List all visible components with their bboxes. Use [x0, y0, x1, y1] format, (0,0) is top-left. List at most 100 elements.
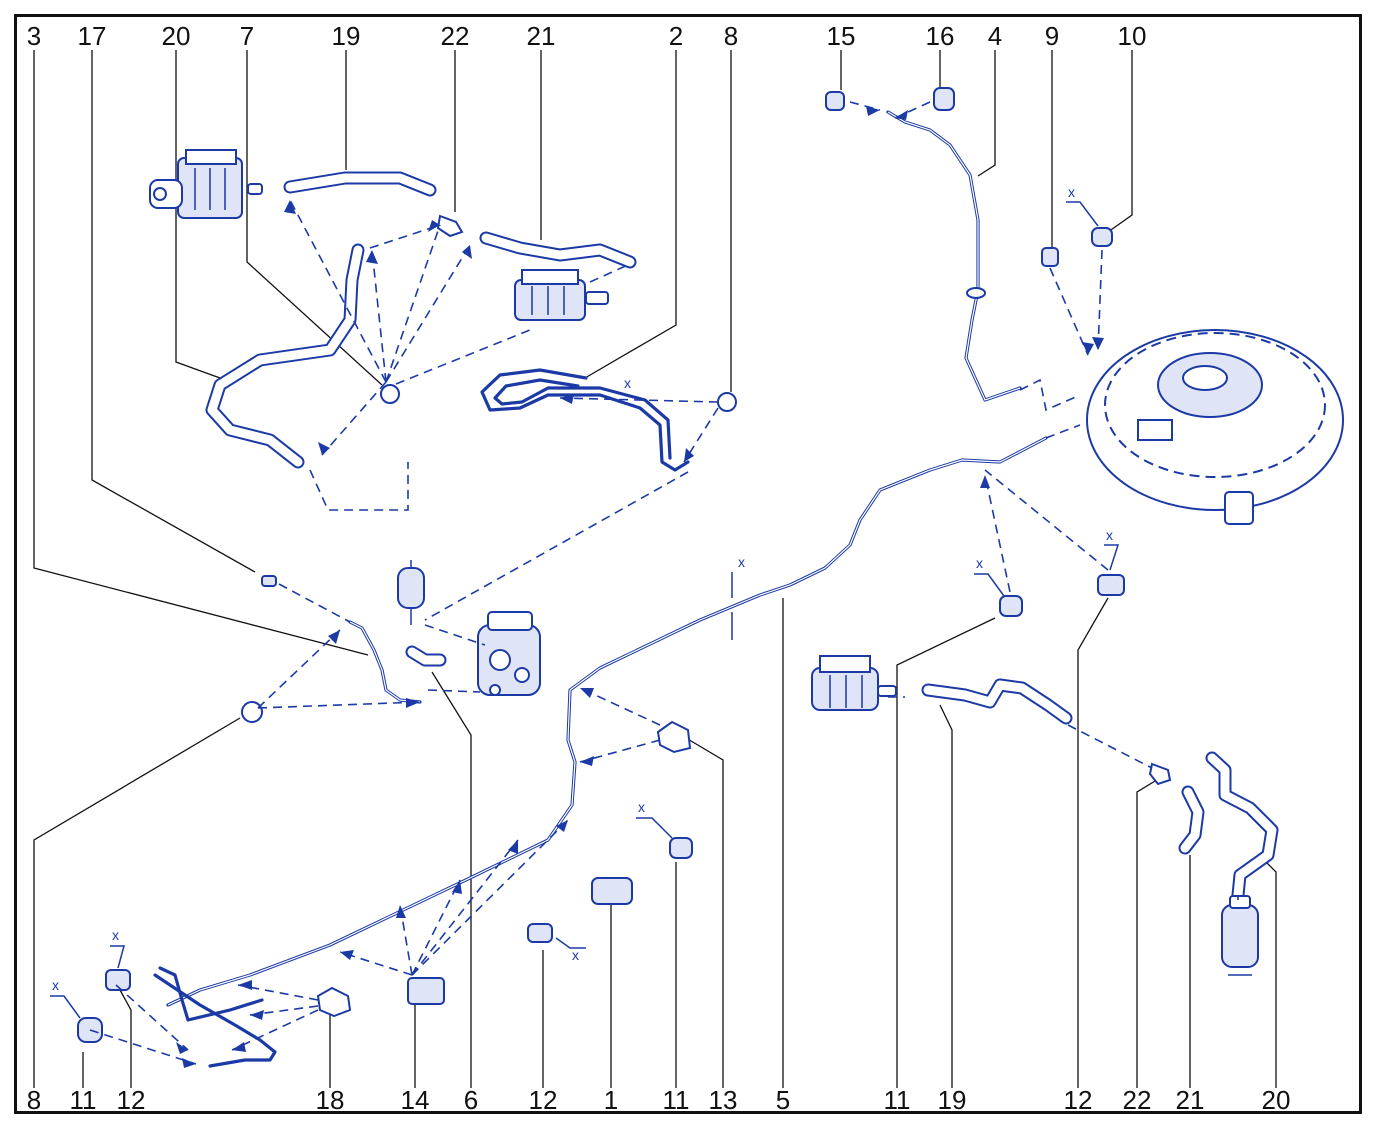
- clamp-7: [380, 384, 400, 404]
- dim-x-sleeve-11-mid: x: [638, 799, 645, 815]
- sleeve-11-mid: [669, 837, 693, 859]
- callout-bottom-21: 21: [1176, 1085, 1205, 1115]
- leader-20-right: [1261, 857, 1277, 1088]
- leader-19-right: [939, 704, 953, 1088]
- callout-top-20: 20: [162, 21, 191, 51]
- fuel-tank: [1086, 329, 1344, 525]
- fuel-distributor-top: [514, 269, 609, 321]
- leader-6: [431, 671, 472, 1088]
- clip-18: [316, 986, 352, 1018]
- pipe-4-grommet: [966, 287, 986, 299]
- leader-17: [91, 50, 256, 573]
- tee-22-top: [436, 214, 464, 238]
- callout-bottom-18: 18: [316, 1085, 345, 1115]
- diagram-frame: [14, 14, 1362, 1114]
- callout-top-22: 22: [441, 21, 470, 51]
- leader-12-right: [1077, 597, 1109, 1088]
- callout-top-10: 10: [1118, 21, 1147, 51]
- callout-top-21: 21: [527, 21, 556, 51]
- pipe-bundle-bottom-left: [153, 966, 277, 1068]
- callout-bottom-5: 5: [776, 1085, 790, 1115]
- cap-15: [825, 91, 845, 111]
- clip-13: [656, 720, 692, 754]
- hose-20-right: [1205, 751, 1279, 902]
- hose-21-top: [479, 231, 637, 269]
- callout-bottom-19: 19: [938, 1085, 967, 1115]
- hose-20-left: [205, 243, 365, 469]
- leader-11-right: [896, 617, 996, 1088]
- callout-bottom-11c: 11: [884, 1085, 911, 1115]
- callouts-bottom: 8 11 12 18 14 6 12 1 11 13 5 11 19 12 22…: [27, 1085, 1291, 1115]
- callout-bottom-12b: 12: [529, 1085, 558, 1115]
- callout-top-16: 16: [926, 21, 955, 51]
- nipple-17: [261, 575, 277, 587]
- leader-13: [685, 737, 724, 1088]
- leader-4: [977, 50, 996, 177]
- dim-x-pipe-2: x: [624, 375, 631, 391]
- pipe-4: [886, 110, 1022, 402]
- hose-19-top: [283, 171, 437, 197]
- callout-bottom-14: 14: [401, 1085, 430, 1115]
- assembly-dashed-lines: [89, 101, 1239, 1065]
- callout-bottom-12: 12: [117, 1085, 146, 1115]
- pipe-3: [348, 620, 422, 704]
- canister-bottom-right: [1221, 895, 1259, 976]
- dim-x-sleeve-11-right: x: [976, 555, 983, 571]
- callout-top-3: 3: [27, 21, 41, 51]
- dimension-markers: x x x x x x x x x: [50, 184, 1120, 1019]
- fitting-12-right: [1097, 574, 1125, 596]
- leader-22-right: [1136, 777, 1161, 1088]
- arrowheads: [176, 106, 1104, 1068]
- coupling-1: [591, 877, 633, 905]
- sleeve-10: [1091, 227, 1113, 247]
- dim-x-sleeve-11-left: x: [52, 977, 59, 993]
- hose-21-right: [1178, 785, 1205, 855]
- dim-x-sleeve-10: x: [1068, 184, 1075, 200]
- callout-top-4: 4: [988, 21, 1002, 51]
- leader-3: [33, 50, 369, 656]
- callout-top-15: 15: [827, 21, 856, 51]
- pipe-2: [480, 368, 690, 472]
- callout-bottom-22: 22: [1123, 1085, 1152, 1115]
- plug-9: [1041, 247, 1059, 267]
- clamp-8-top: [717, 392, 737, 412]
- main-fuel-pipe: [166, 436, 1048, 1007]
- callout-top-8: 8: [724, 21, 738, 51]
- callouts-top: 3 17 20 7 19 22 21 2 8 15 16 4 9 10: [27, 21, 1147, 51]
- tee-22-right: [1148, 762, 1172, 786]
- leader-10: [1107, 50, 1133, 233]
- hose-19-right: [921, 678, 1073, 725]
- callout-bottom-12c: 12: [1064, 1085, 1093, 1115]
- leader-8-bottom: [33, 717, 241, 1088]
- sleeve-11-right: [999, 595, 1023, 617]
- clip-14: [407, 977, 445, 1005]
- fitting-12-mid: [527, 923, 553, 943]
- dim-x-fitting-12-left: x: [112, 927, 119, 943]
- callout-bottom-11: 11: [70, 1085, 97, 1115]
- cap-16: [933, 87, 955, 111]
- callout-top-9: 9: [1045, 21, 1059, 51]
- dim-x-fitting-12-right: x: [1106, 527, 1113, 543]
- injection-pump-middle: [477, 611, 541, 696]
- callout-bottom-1: 1: [604, 1085, 618, 1115]
- callout-bottom-13: 13: [709, 1085, 738, 1115]
- leader-20: [175, 50, 221, 379]
- fitting-12-left: [105, 969, 131, 991]
- clamp-8-bottom: [241, 701, 263, 723]
- leader-2: [584, 50, 677, 379]
- callout-top-2: 2: [669, 21, 683, 51]
- callout-bottom-6: 6: [464, 1085, 478, 1115]
- callout-bottom-8: 8: [27, 1085, 41, 1115]
- injection-pump-top-left: [149, 149, 263, 219]
- fuel-distributor-right: [811, 655, 897, 711]
- callout-top-19: 19: [332, 21, 361, 51]
- callout-bottom-20: 20: [1262, 1085, 1291, 1115]
- fuel-filter-middle: [397, 560, 425, 625]
- hose-6: [405, 645, 447, 667]
- callout-top-7: 7: [240, 21, 254, 51]
- callout-top-17: 17: [78, 21, 107, 51]
- dim-x-fitting-12-mid: x: [572, 947, 579, 963]
- leader-12-left: [119, 989, 132, 1088]
- callout-bottom-11b: 11: [663, 1085, 690, 1115]
